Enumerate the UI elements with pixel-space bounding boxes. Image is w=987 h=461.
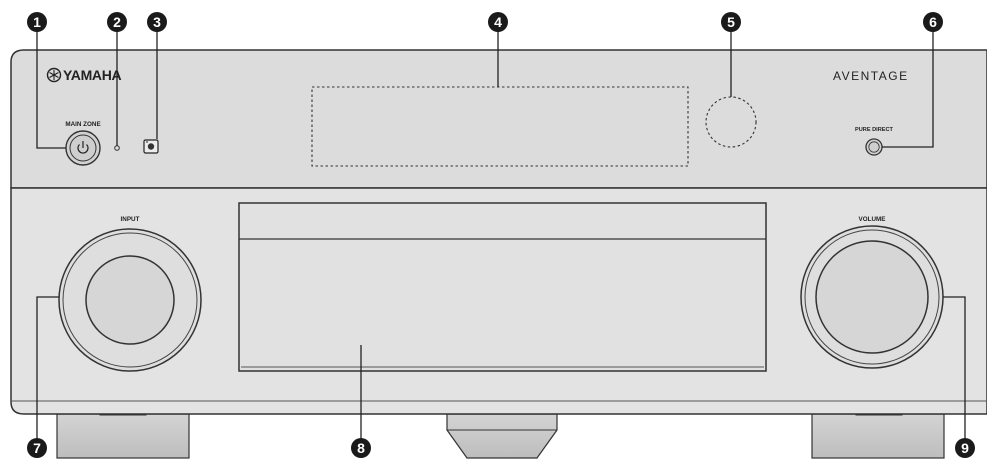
input-label: INPUT <box>121 216 140 223</box>
callout-8: 8 <box>351 438 371 458</box>
brand-name: YAMAHA <box>63 67 122 83</box>
svg-text:7: 7 <box>33 440 41 456</box>
left-foot <box>56 413 190 459</box>
master-volume-knob[interactable] <box>800 225 944 369</box>
right-foot <box>811 413 945 459</box>
input-selector-knob[interactable] <box>58 228 202 372</box>
main-zone-power-button[interactable] <box>65 130 101 166</box>
volume-label: VOLUME <box>859 216 886 223</box>
tuning-fork-logo-icon <box>46 67 62 83</box>
center-foot <box>446 413 558 459</box>
svg-text:2: 2 <box>113 14 121 30</box>
feet <box>56 410 945 459</box>
series-logo: AVENTAGE <box>833 69 909 83</box>
standby-indicator <box>114 145 120 151</box>
power-icon <box>77 141 89 154</box>
callout-4: 4 <box>488 12 508 32</box>
ypao-mic-jack[interactable] <box>143 139 159 154</box>
pure-direct-label: PURE DIRECT <box>855 127 893 133</box>
callout-1: 1 <box>27 12 47 32</box>
svg-text:9: 9 <box>961 440 969 456</box>
svg-text:1: 1 <box>33 14 41 30</box>
callout-7: 7 <box>27 438 47 458</box>
svg-text:4: 4 <box>494 14 502 30</box>
callout-3: 3 <box>147 12 167 32</box>
svg-text:8: 8 <box>357 440 365 456</box>
pure-direct-button[interactable] <box>865 138 883 156</box>
callout-5: 5 <box>721 12 741 32</box>
front-display <box>311 86 689 167</box>
svg-text:5: 5 <box>727 14 735 30</box>
front-door-panel[interactable] <box>238 202 767 372</box>
svg-text:6: 6 <box>929 14 937 30</box>
leader-lines <box>36 31 966 439</box>
callout-9: 9 <box>955 438 975 458</box>
yamaha-logo: YAMAHA <box>46 67 122 83</box>
callout-6: 6 <box>923 12 943 32</box>
upper-panel <box>10 49 987 189</box>
main-zone-label: MAIN ZONE <box>65 121 100 128</box>
svg-text:3: 3 <box>153 14 161 30</box>
callout-2: 2 <box>107 12 127 32</box>
callout-markers: 1 2 3 4 5 6 7 8 <box>27 12 975 458</box>
